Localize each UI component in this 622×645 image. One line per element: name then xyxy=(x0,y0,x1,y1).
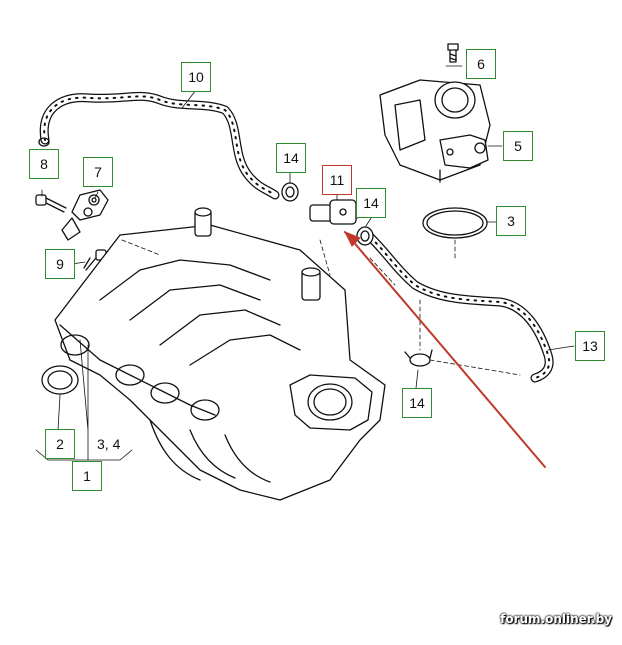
callout-8: 8 xyxy=(29,149,59,179)
intake-manifold xyxy=(41,207,386,501)
callout-10: 10 xyxy=(181,62,211,92)
callout-6: 6 xyxy=(466,49,496,79)
callout-2: 2 xyxy=(45,429,75,459)
hose-clamps xyxy=(281,182,433,367)
valve-11 xyxy=(309,199,365,225)
pointer-arrow xyxy=(344,231,546,468)
screw-8 xyxy=(35,194,67,213)
label-3-4: 3, 4 xyxy=(97,436,121,452)
callout-14-mid: 14 xyxy=(356,188,386,218)
callout-9: 9 xyxy=(45,249,75,279)
throttle-body xyxy=(379,43,491,183)
callout-11: 11 xyxy=(322,165,352,195)
callout-7: 7 xyxy=(83,157,113,187)
callout-14-top: 14 xyxy=(276,143,306,173)
hose-10 xyxy=(38,91,280,200)
callout-5: 5 xyxy=(503,131,533,161)
callout-14-bottom: 14 xyxy=(402,388,432,418)
callout-3: 3 xyxy=(496,206,526,236)
hose-13 xyxy=(360,227,554,383)
sensor-7 xyxy=(61,189,109,241)
callout-13: 13 xyxy=(575,331,605,361)
callout-1: 1 xyxy=(72,461,102,491)
o-ring xyxy=(422,207,488,239)
guide-lines xyxy=(121,239,521,376)
leader-lines xyxy=(35,65,575,461)
watermark-text: forum.onliner.by xyxy=(500,612,612,626)
